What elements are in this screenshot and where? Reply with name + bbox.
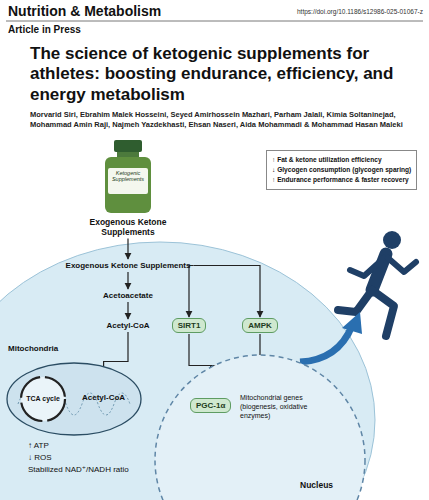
bottle-wrap: Ketogenic Supplements — [102, 140, 154, 214]
bottle-cap — [114, 140, 142, 152]
bottle-label — [108, 168, 148, 194]
signal-protein: SIRT1 — [172, 318, 207, 333]
metabolite: Exogenous Ketone Supplements — [64, 260, 193, 271]
article-status: Article in Press — [8, 24, 81, 35]
metabolite-name: Exogenous Ketone Supplements — [64, 260, 193, 271]
nucleus-outline — [160, 350, 360, 500]
outcome-line: ↑ Endurance performance & faster recover… — [272, 175, 411, 185]
metabolite-name: Acetoacetate — [101, 290, 155, 301]
gene-text: Mitochondrial genes (biogenesis, oxidati… — [240, 394, 334, 420]
metabolite-name: Acetyl-CoA — [80, 392, 127, 403]
effect-text: ↑ ATP — [28, 441, 49, 450]
outcome-line: ↓ Glycogen consumption (glycogen sparing… — [272, 165, 411, 175]
flow-arrow — [189, 266, 194, 318]
gene-name: Mitochondrial genes (biogenesis, oxidati… — [240, 394, 334, 420]
doi-link: https://doi.org/10.1186/s12986-025-01067… — [297, 8, 423, 15]
runner-figure — [338, 231, 416, 336]
cell-body — [0, 242, 375, 500]
metabolite-name: Acetyl-CoA — [104, 320, 151, 331]
mitochondrion: MitochondriaTCA cycle Acetyl-CoA — [4, 344, 144, 438]
journal-name: Nutrition & Metabolism — [8, 3, 161, 19]
author-list: Morvarid Siri, Ebrahim Malek Hosseini, S… — [30, 110, 422, 130]
flow-arrow — [127, 302, 128, 319]
metabolite: Acetyl-CoA — [80, 392, 127, 403]
supplement-bottle: Ketogenic SupplementsExogenous Ketone Su… — [68, 140, 188, 237]
cycle-name: TCA cycle — [26, 395, 60, 403]
metabolite: Acetyl-CoA — [104, 320, 151, 331]
effect-text: Stabilized NAD⁺/NADH ratio — [28, 465, 129, 474]
region-label: Nucleus — [300, 480, 333, 490]
outcome-line: ↑ Fat & ketone utilization efficiency — [272, 155, 411, 165]
protein-name: SIRT1 — [172, 318, 207, 333]
metabolite: Acetoacetate — [101, 290, 155, 301]
outcome-box: ↑ Fat & ketone utilization efficiency↓ G… — [266, 150, 417, 190]
bottle-label-text: Ketogenic Supplements — [108, 170, 148, 183]
protein-name: PGC-1α — [190, 398, 231, 413]
effect-text: ↓ ROS — [28, 453, 52, 462]
nucleus: Nucleus PGC-1α Mitochondrial genes (biogen… — [160, 350, 360, 500]
tca-cycle: TCA cycle — [18, 374, 68, 424]
bottle-heading: Exogenous Ketone Supplements — [68, 217, 188, 237]
signal-protein: AMPK — [242, 318, 278, 333]
flow-arrow — [127, 238, 128, 259]
region-label: Mitochondria — [8, 344, 58, 353]
paper-title: The science of ketogenic supplements for… — [30, 44, 422, 105]
flow-arrow — [194, 266, 261, 318]
flow-arrow — [127, 272, 128, 289]
header-rule — [6, 21, 423, 22]
protein-name: AMPK — [242, 318, 278, 333]
bottle-body — [105, 157, 151, 213]
effect-arrow — [300, 312, 362, 362]
signal-protein: PGC-1α — [190, 398, 231, 413]
